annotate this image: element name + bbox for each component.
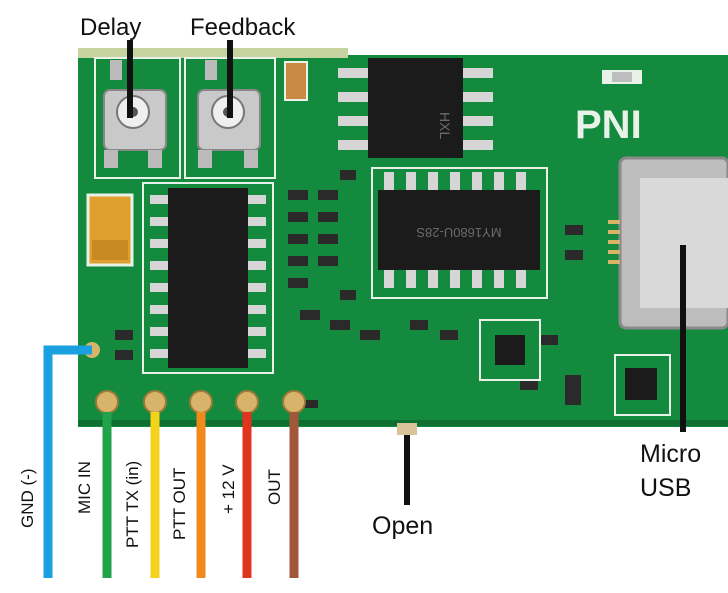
pad-out (282, 390, 306, 414)
pad-mic-in (95, 390, 119, 414)
label-feedback: Feedback (190, 14, 296, 41)
wire-gnd (43, 345, 92, 578)
label-usb: USB (640, 474, 692, 502)
transistor-1 (479, 319, 541, 381)
pin-label-gnd: GND (-) (18, 468, 37, 528)
pin-label-12v: + 12 V (219, 464, 238, 514)
upper-ic: HXL (338, 58, 493, 158)
pin-label-ptt-out: PTT OUT (170, 467, 189, 540)
pin-label-ptt-tx: PTT TX (in) (123, 460, 142, 548)
upper-ic-marking: HXL (437, 112, 453, 139)
label-micro: Micro (640, 440, 702, 468)
brand-silkscreen: PNI (575, 103, 642, 147)
voice-ic: MY1680U-28S (371, 167, 548, 299)
micro-usb-connector[interactable] (608, 156, 728, 330)
pad-ptt-tx (143, 390, 167, 414)
pad-open (397, 423, 417, 435)
wires (43, 345, 299, 578)
pin-label-out: OUT (265, 469, 284, 505)
smd-capacitor-top (284, 61, 308, 101)
transistor-2 (614, 354, 671, 416)
pcb-top-strip (78, 48, 348, 58)
smd-components (115, 170, 583, 408)
pad-ptt-out (189, 390, 213, 414)
left-ic (142, 182, 274, 374)
pin-label-mic-in: MIC IN (75, 461, 94, 514)
label-open: Open (372, 512, 434, 540)
label-delay: Delay (80, 14, 142, 41)
pin-pads (84, 342, 417, 435)
voice-ic-marking: MY1680U-28S (416, 225, 502, 240)
pointer-lines (127, 40, 686, 505)
pad-12v (235, 390, 259, 414)
